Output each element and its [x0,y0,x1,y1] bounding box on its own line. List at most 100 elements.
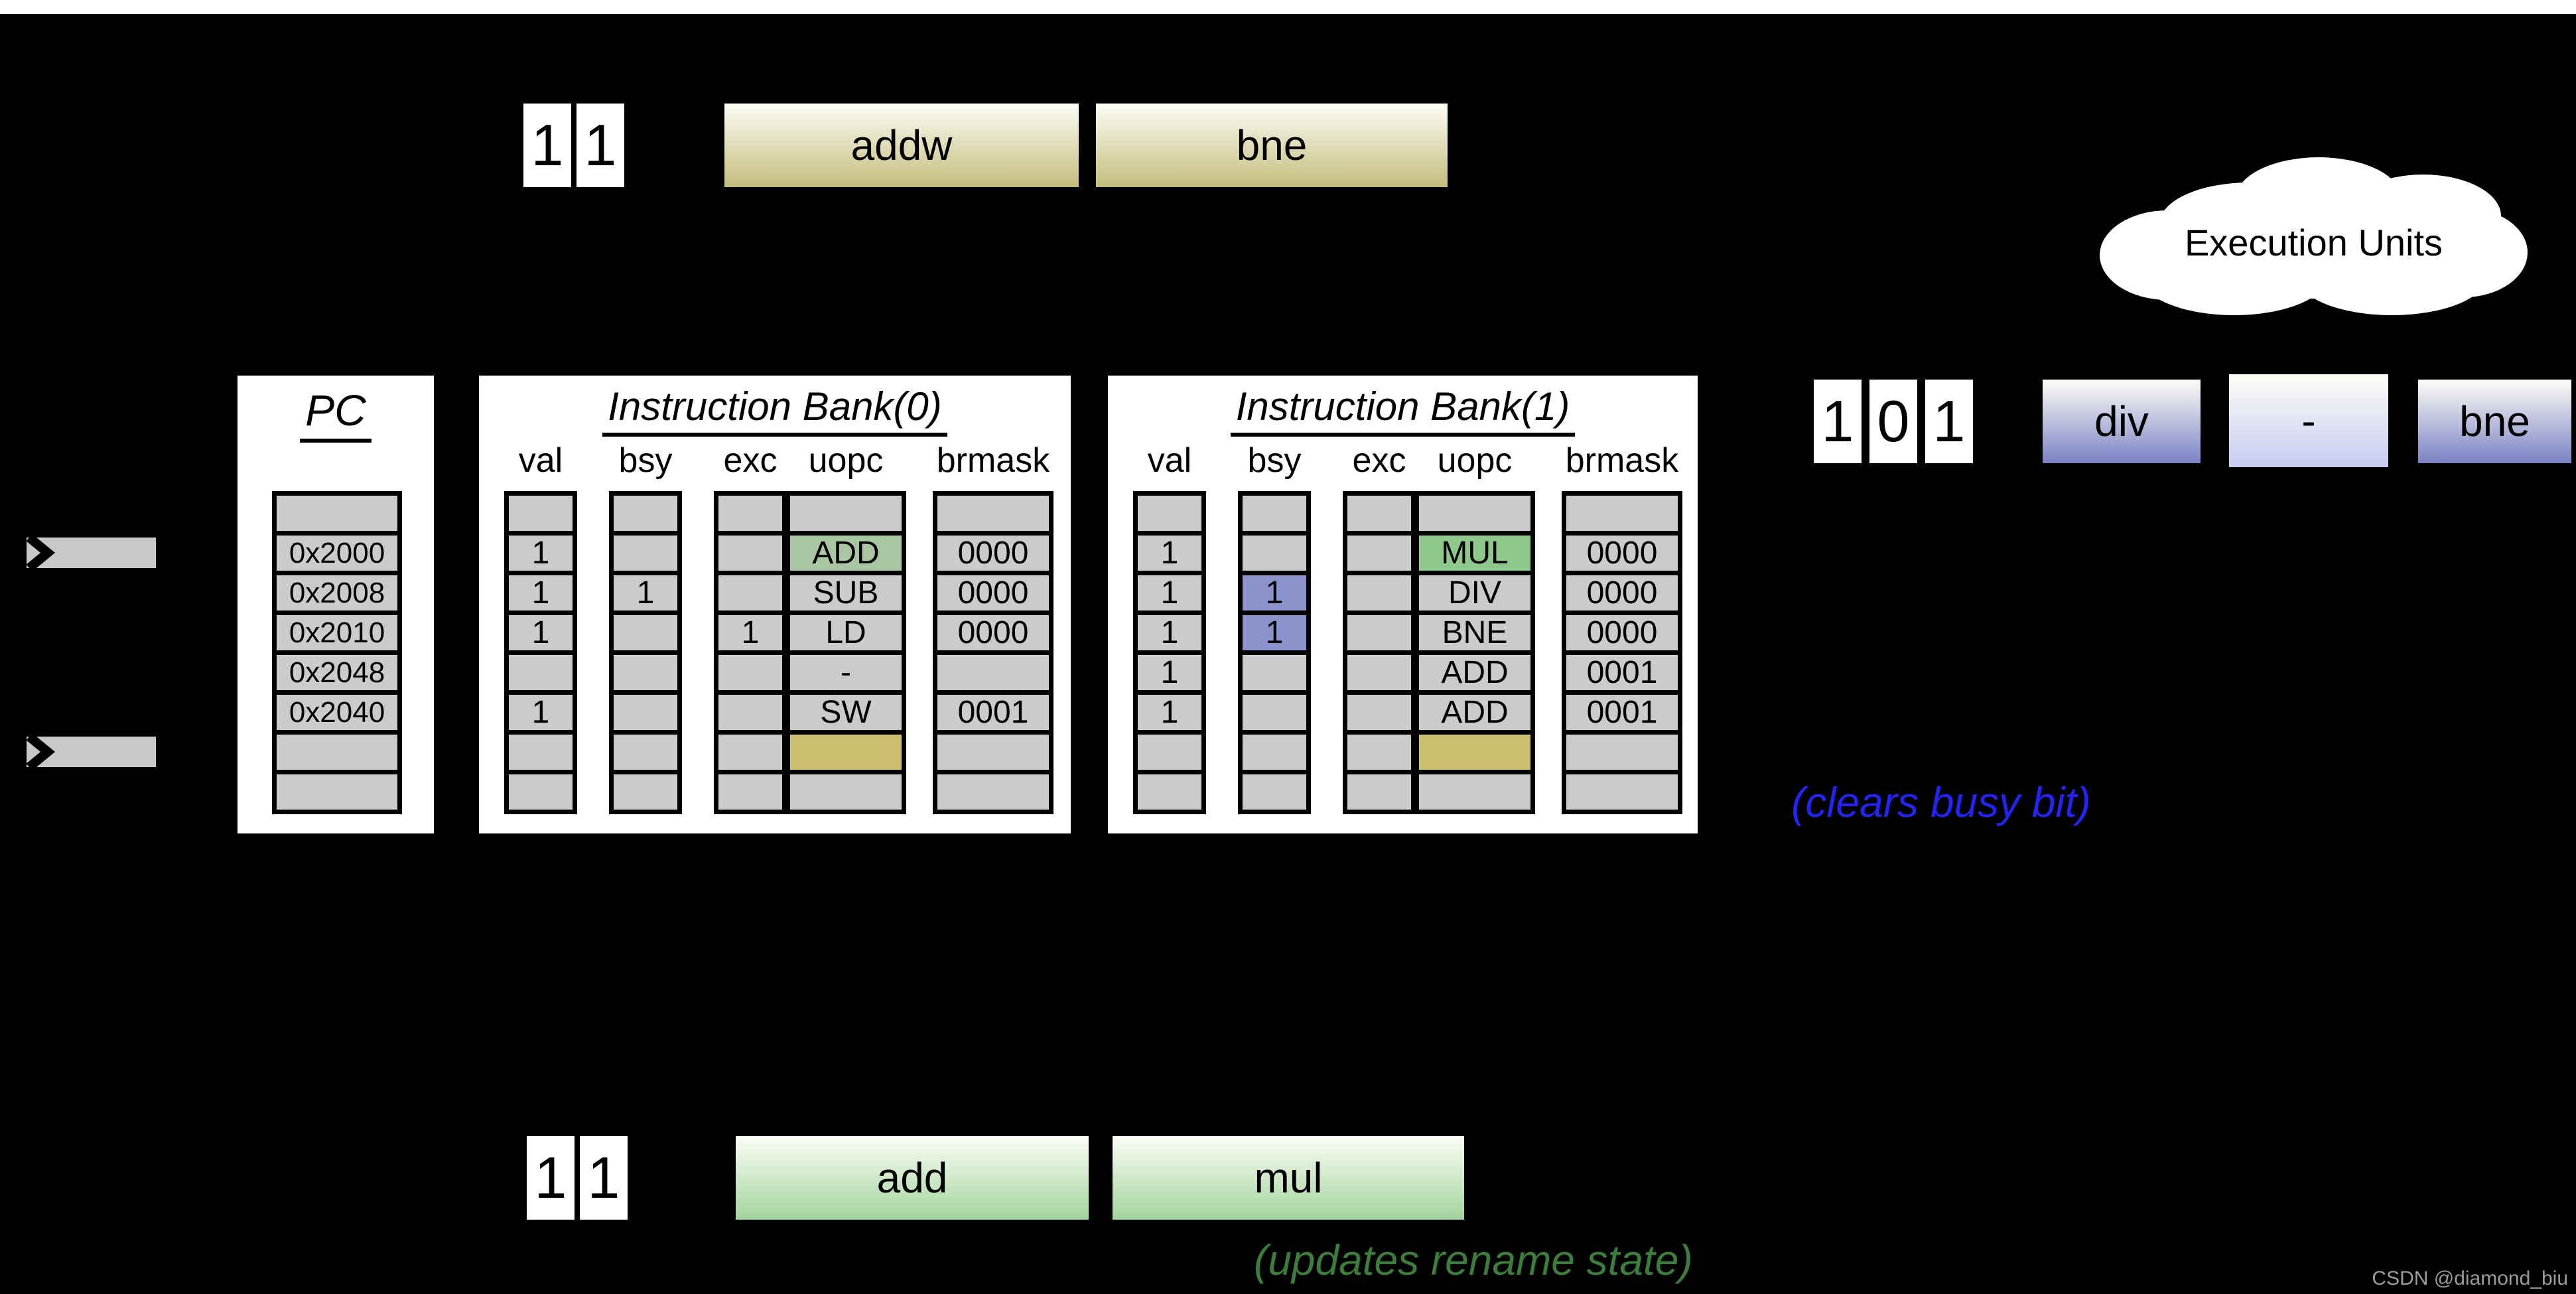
exc-cell [1347,735,1411,770]
instruction-bank-1-panel: Instruction Bank(1) val bsy exc uopc brm… [1108,376,1698,833]
uopc-cell: SW [790,695,902,730]
uopc-cell [1419,774,1530,810]
chevron-right-icon [26,534,56,572]
valid-bit-box: 1 [576,104,624,187]
brmask-cell: 0000 [937,615,1049,650]
fetch-pointer-tag [26,733,156,771]
brmask-cell: 0000 [937,575,1049,611]
note-clears-busy: (clears busy bit) [1791,778,2091,826]
exc-cell [1347,575,1411,611]
column-header-exc: exc [1352,441,1406,480]
brmask-cell [1566,496,1678,531]
val-cell [1138,774,1201,810]
brmask-cell [937,774,1049,810]
pc-row: 0x2048 [277,655,397,690]
brmask-cell: 0001 [1566,655,1678,690]
exc-cell [718,735,782,770]
column-header-uopc: uopc [808,441,884,480]
bsy-cell [614,774,677,810]
val-cell [509,496,573,531]
valid-bit-box: 1 [580,1136,628,1220]
column-header-exc: exc [723,441,778,480]
column-header-bsy: bsy [618,441,673,480]
exc-cell [1347,774,1411,810]
note-updates-rename: (updates rename state) [1254,1236,1693,1284]
val-cell: 1 [509,695,573,730]
val-cell: 1 [1138,536,1201,571]
exc-cell [718,774,782,810]
uopc-cell: ADD [1419,695,1530,730]
chevron-right-icon [26,733,56,771]
valid-bit-box: 1 [1925,380,1973,463]
exc-cell [718,695,782,730]
val-cell: 1 [509,536,573,571]
exc-cell [1347,615,1411,650]
exc-cell [718,655,782,690]
val-cell: 1 [1138,575,1201,611]
val-cell [1138,496,1201,531]
exc-cell [718,575,782,611]
column-header-brmask: brmask [936,441,1050,480]
brmask-cell: 0000 [937,536,1049,571]
bsy-cell [1243,735,1306,770]
uopc-cell: ADD [790,536,902,571]
execution-units-cloud: Execution Units [2100,149,2528,315]
brmask-cell [937,655,1049,690]
valid-bit-box: 1 [1814,380,1862,463]
bsy-cell [614,536,677,571]
column-header-brmask: brmask [1565,441,1679,480]
bank0-val-column: 1 1 1 1 [504,491,577,814]
val-cell [1138,735,1201,770]
pc-title: PC [237,385,434,443]
brmask-cell: 0001 [1566,695,1678,730]
bsy-cell [614,695,677,730]
top-border [0,0,2576,14]
watermark: CSDN @diamond_biu [2372,1267,2568,1289]
bsy-cell [1243,695,1306,730]
pc-row: 0x2010 [277,615,397,650]
brmask-cell [1566,735,1678,770]
execution-units-label: Execution Units [2184,222,2443,263]
val-cell: 1 [509,615,573,650]
uopc-cell: BNE [1419,615,1530,650]
uop-slot: div [2043,380,2201,463]
pc-row [277,735,397,770]
uop-slot: bne [2418,380,2571,463]
brmask-cell [937,735,1049,770]
bsy-cell: 1 [1243,615,1306,650]
val-cell: 1 [509,575,573,611]
column-header-uopc: uopc [1437,441,1513,480]
bank0-title: Instruction Bank(0) [479,384,1071,437]
val-cell [509,774,573,810]
column-header-val: val [518,441,563,480]
bank0-exc-column: 1 [714,491,787,814]
uop-slot: bne [1096,104,1448,187]
brmask-cell: 0000 [1566,536,1678,571]
bank0-bsy-column: 1 [609,491,682,814]
val-cell: 1 [1138,695,1201,730]
cloud-puff [2176,189,2458,299]
uopc-cell: LD [790,615,902,650]
valid-bit-box: 1 [523,104,571,187]
pc-row [277,496,397,531]
bsy-cell: 1 [614,575,677,611]
uopc-cell: DIV [1419,575,1530,611]
brmask-cell: 0000 [1566,615,1678,650]
uop-slot: mul [1113,1136,1464,1220]
bsy-cell [614,496,677,531]
val-cell [509,735,573,770]
val-cell: 1 [1138,655,1201,690]
uopc-cell [1419,735,1530,770]
val-cell [509,655,573,690]
valid-bit-box: 0 [1869,380,1917,463]
exc-cell [1347,695,1411,730]
val-cell: 1 [1138,615,1201,650]
pc-row: 0x2008 [277,575,397,611]
